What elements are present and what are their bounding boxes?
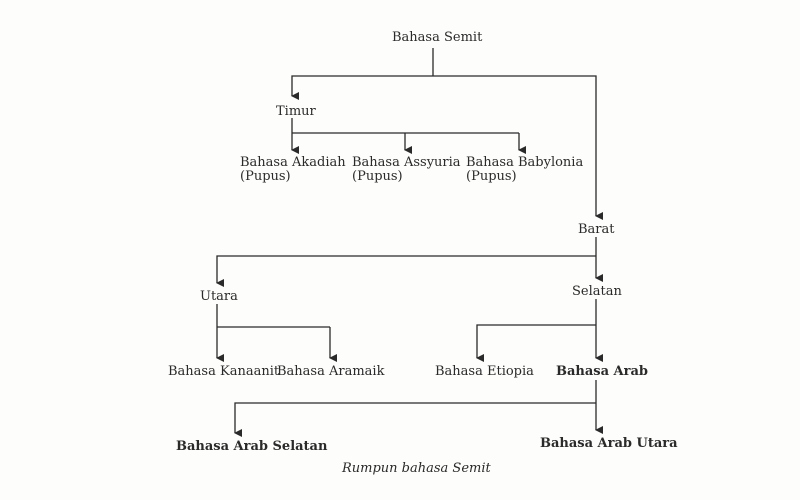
south-arabic-node: Bahasa Arab Selatan (176, 439, 328, 454)
root-to-east-connector (291, 75, 433, 100)
akadiah-node: Bahasa Akadiah (240, 155, 346, 170)
root-to-west-connector (433, 75, 603, 220)
north-arabic-node: Bahasa Arab Utara (540, 436, 678, 451)
etiopia-node: Bahasa Etiopia (435, 364, 534, 379)
babylonia-extinct-note: (Pupus) (466, 169, 517, 184)
akadiah-extinct-note: (Pupus) (240, 169, 291, 184)
aramaik-node: Bahasa Aramaik (277, 364, 385, 379)
root-node: Bahasa Semit (392, 30, 483, 45)
east-branch-node: Timur (276, 104, 316, 119)
kanaanit-node: Bahasa Kanaanit (168, 364, 280, 379)
north-branch-node: Utara (200, 289, 238, 304)
south-to-etiopia-connector (476, 324, 596, 362)
assyuria-extinct-note: (Pupus) (352, 169, 403, 184)
babylonia-node: Bahasa Babylonia (466, 155, 584, 170)
assyuria-node: Bahasa Assyuria (352, 155, 461, 170)
arab-node: Bahasa Arab (556, 364, 649, 379)
arab-to-south-arabic-connector (234, 402, 596, 437)
west-branch-node: Barat (578, 222, 615, 237)
diagram-caption: Rumpun bahasa Semit (342, 461, 491, 476)
west-to-north-connector (216, 255, 596, 287)
south-branch-node: Selatan (572, 284, 622, 299)
